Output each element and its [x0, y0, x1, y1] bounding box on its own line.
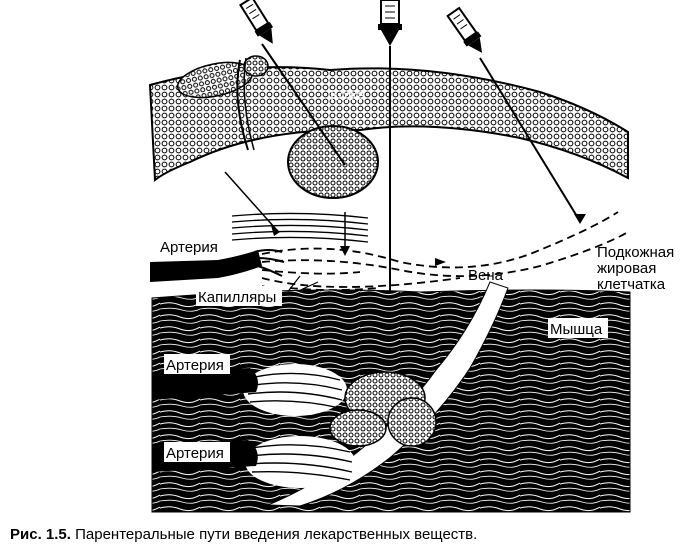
parenteral-routes-diagram: Кожа Артерия Капилляры Вена Подкожная жи…: [148, 0, 674, 513]
label-subcutaneous-2: жировая: [597, 260, 656, 277]
artery-top-vessel: [150, 250, 262, 282]
vein-channel: [267, 281, 509, 507]
fat-lobule: [287, 125, 379, 199]
label-subcutaneous-3: клетчатка: [597, 276, 666, 293]
label-capillaries: Капилляры: [198, 289, 276, 306]
figure-caption: Рис. 1.5. Парентеральные пути введения л…: [10, 523, 675, 547]
hair-follicle: [176, 55, 269, 151]
label-vein: Вена: [468, 267, 504, 284]
muscle-capillary-bed-upper: [243, 364, 347, 416]
artery-mid-vessel: [152, 368, 258, 400]
muscle-capillary-bed-lower: [245, 436, 355, 488]
label-subcutaneous-1: Подкожная: [597, 244, 674, 261]
label-muscle: Мышца: [550, 321, 603, 338]
caption-number: Рис. 1.5.: [10, 526, 71, 543]
capillary-network: [261, 211, 629, 301]
vein-flow-arrow: [435, 258, 446, 266]
label-skin: Кожа: [330, 87, 366, 104]
syringe-icon: [446, 6, 586, 224]
caption-text: Парентеральные пути введения лекарственн…: [75, 526, 478, 543]
label-artery-mid: Артерия: [166, 357, 224, 374]
syringe-icon: [239, 0, 346, 166]
diffusion-lines: [231, 212, 369, 243]
muscle-injection-depot: [329, 371, 437, 447]
label-artery-bottom: Артерия: [166, 445, 224, 462]
label-artery-top: Артерия: [160, 239, 218, 256]
